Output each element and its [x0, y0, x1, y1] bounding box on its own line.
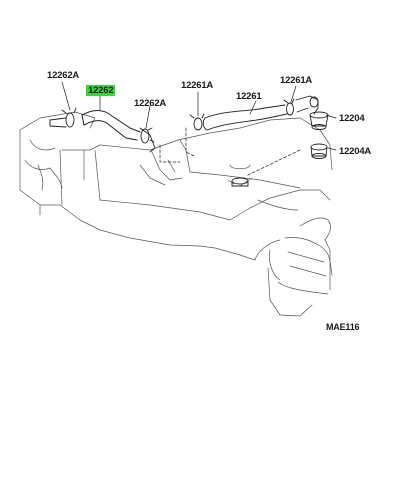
- engine-block-outline: [19, 111, 333, 317]
- label-12262-highlighted[interactable]: 12262: [86, 85, 116, 96]
- clamp-12262a-right[interactable]: [139, 127, 156, 153]
- clamp-12261a-center[interactable]: [189, 113, 205, 131]
- label-12204: 12204: [339, 113, 365, 124]
- label-12261: 12261: [236, 91, 262, 102]
- grommet-12204a[interactable]: [310, 143, 328, 159]
- label-12262a-right: 12262A: [134, 98, 167, 109]
- clamp-12261a-right[interactable]: [283, 98, 295, 116]
- label-12261a-right: 12261A: [280, 75, 313, 86]
- label-12261a-center: 12261A: [181, 80, 214, 91]
- label-12262a-left: 12262A: [47, 70, 80, 81]
- diagram-code: MAE116: [326, 322, 360, 332]
- hose-12261[interactable]: [202, 104, 288, 131]
- hose-12262[interactable]: [81, 110, 141, 141]
- pcv-valve-12204[interactable]: [295, 95, 329, 130]
- leader-lines: [61, 81, 337, 177]
- label-12204a: 12204A: [339, 146, 372, 157]
- clamp-12262a-left[interactable]: [49, 107, 77, 128]
- mount-fitting: [231, 177, 249, 187]
